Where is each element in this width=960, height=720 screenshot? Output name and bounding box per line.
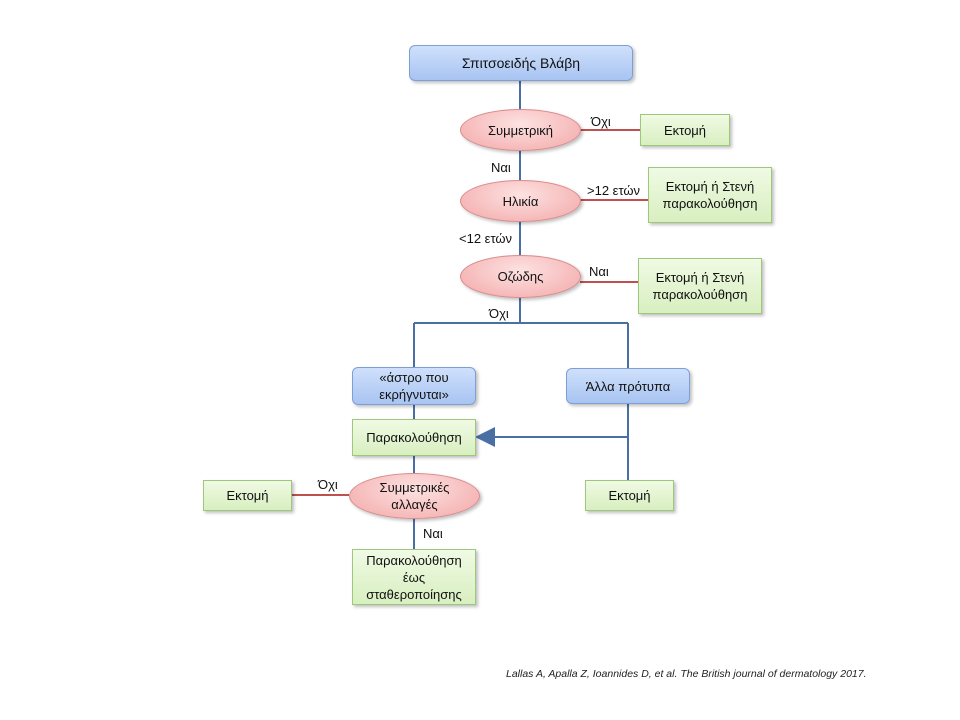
start-node: Σπιτσοειδής Βλάβη [409,45,633,81]
excision-label-1: Εκτομή [663,122,707,138]
symmetric-changes-decision: Συμμετρικές αλλαγές [349,473,480,519]
symmetric-label: Συμμετρική [487,122,554,138]
nodular-label: Οζώδης [497,269,544,284]
label-no-1: Όχι [591,114,611,129]
label-no-2: Όχι [489,306,509,321]
excision-or-followup-label-1: Εκτομή ή Στενή παρακολούθηση [662,179,758,211]
age-decision: Ηλικία [460,180,581,222]
nodular-decision: Οζώδης [460,255,581,298]
other-patterns-label: Άλλα πρότυπα [585,378,671,394]
excision-or-followup-node-1: Εκτομή ή Στενή παρακολούθηση [648,167,772,223]
label-yes-3: Ναι [423,526,443,541]
other-patterns-node: Άλλα πρότυπα [566,368,690,404]
label-under-12: <12 ετών [459,231,513,246]
followup-until-stable-label: Παρακολούθηση έως σταθεροποίησης [366,552,462,602]
starburst-node: «άστρο που εκρήγνυται» [352,367,476,405]
followup-label: Παρακολούθηση [366,430,462,445]
label-no-3: Όχι [318,477,338,492]
symmetric-changes-label: Συμμετρικές αλλαγές [379,480,450,512]
excision-node-1: Εκτομή [640,114,730,146]
label-over-12: >12 ετών [587,183,641,198]
excision-or-followup-label-2: Εκτομή ή Στενή παρακολούθηση [652,270,748,302]
excision-or-followup-node-2: Εκτομή ή Στενή παρακολούθηση [638,258,762,314]
citation: Lallas A, Apalla Z, Ioannides D, et al. … [506,668,867,680]
starburst-label: «άστρο που εκρήγνυται» [379,370,449,402]
followup-node: Παρακολούθηση [352,419,476,456]
excision-node-left: Εκτομή [203,480,292,511]
excision-left-label: Εκτομή [226,488,269,503]
age-label: Ηλικία [502,193,539,209]
excision-right-label: Εκτομή [608,488,651,503]
symmetric-decision: Συμμετρική [460,109,581,151]
followup-until-stable-node: Παρακολούθηση έως σταθεροποίησης [352,549,476,605]
label-yes-2: Ναι [589,264,609,279]
excision-node-right: Εκτομή [585,480,674,511]
label-yes-1: Ναι [491,160,511,175]
start-label: Σπιτσοειδής Βλάβη [461,54,581,71]
